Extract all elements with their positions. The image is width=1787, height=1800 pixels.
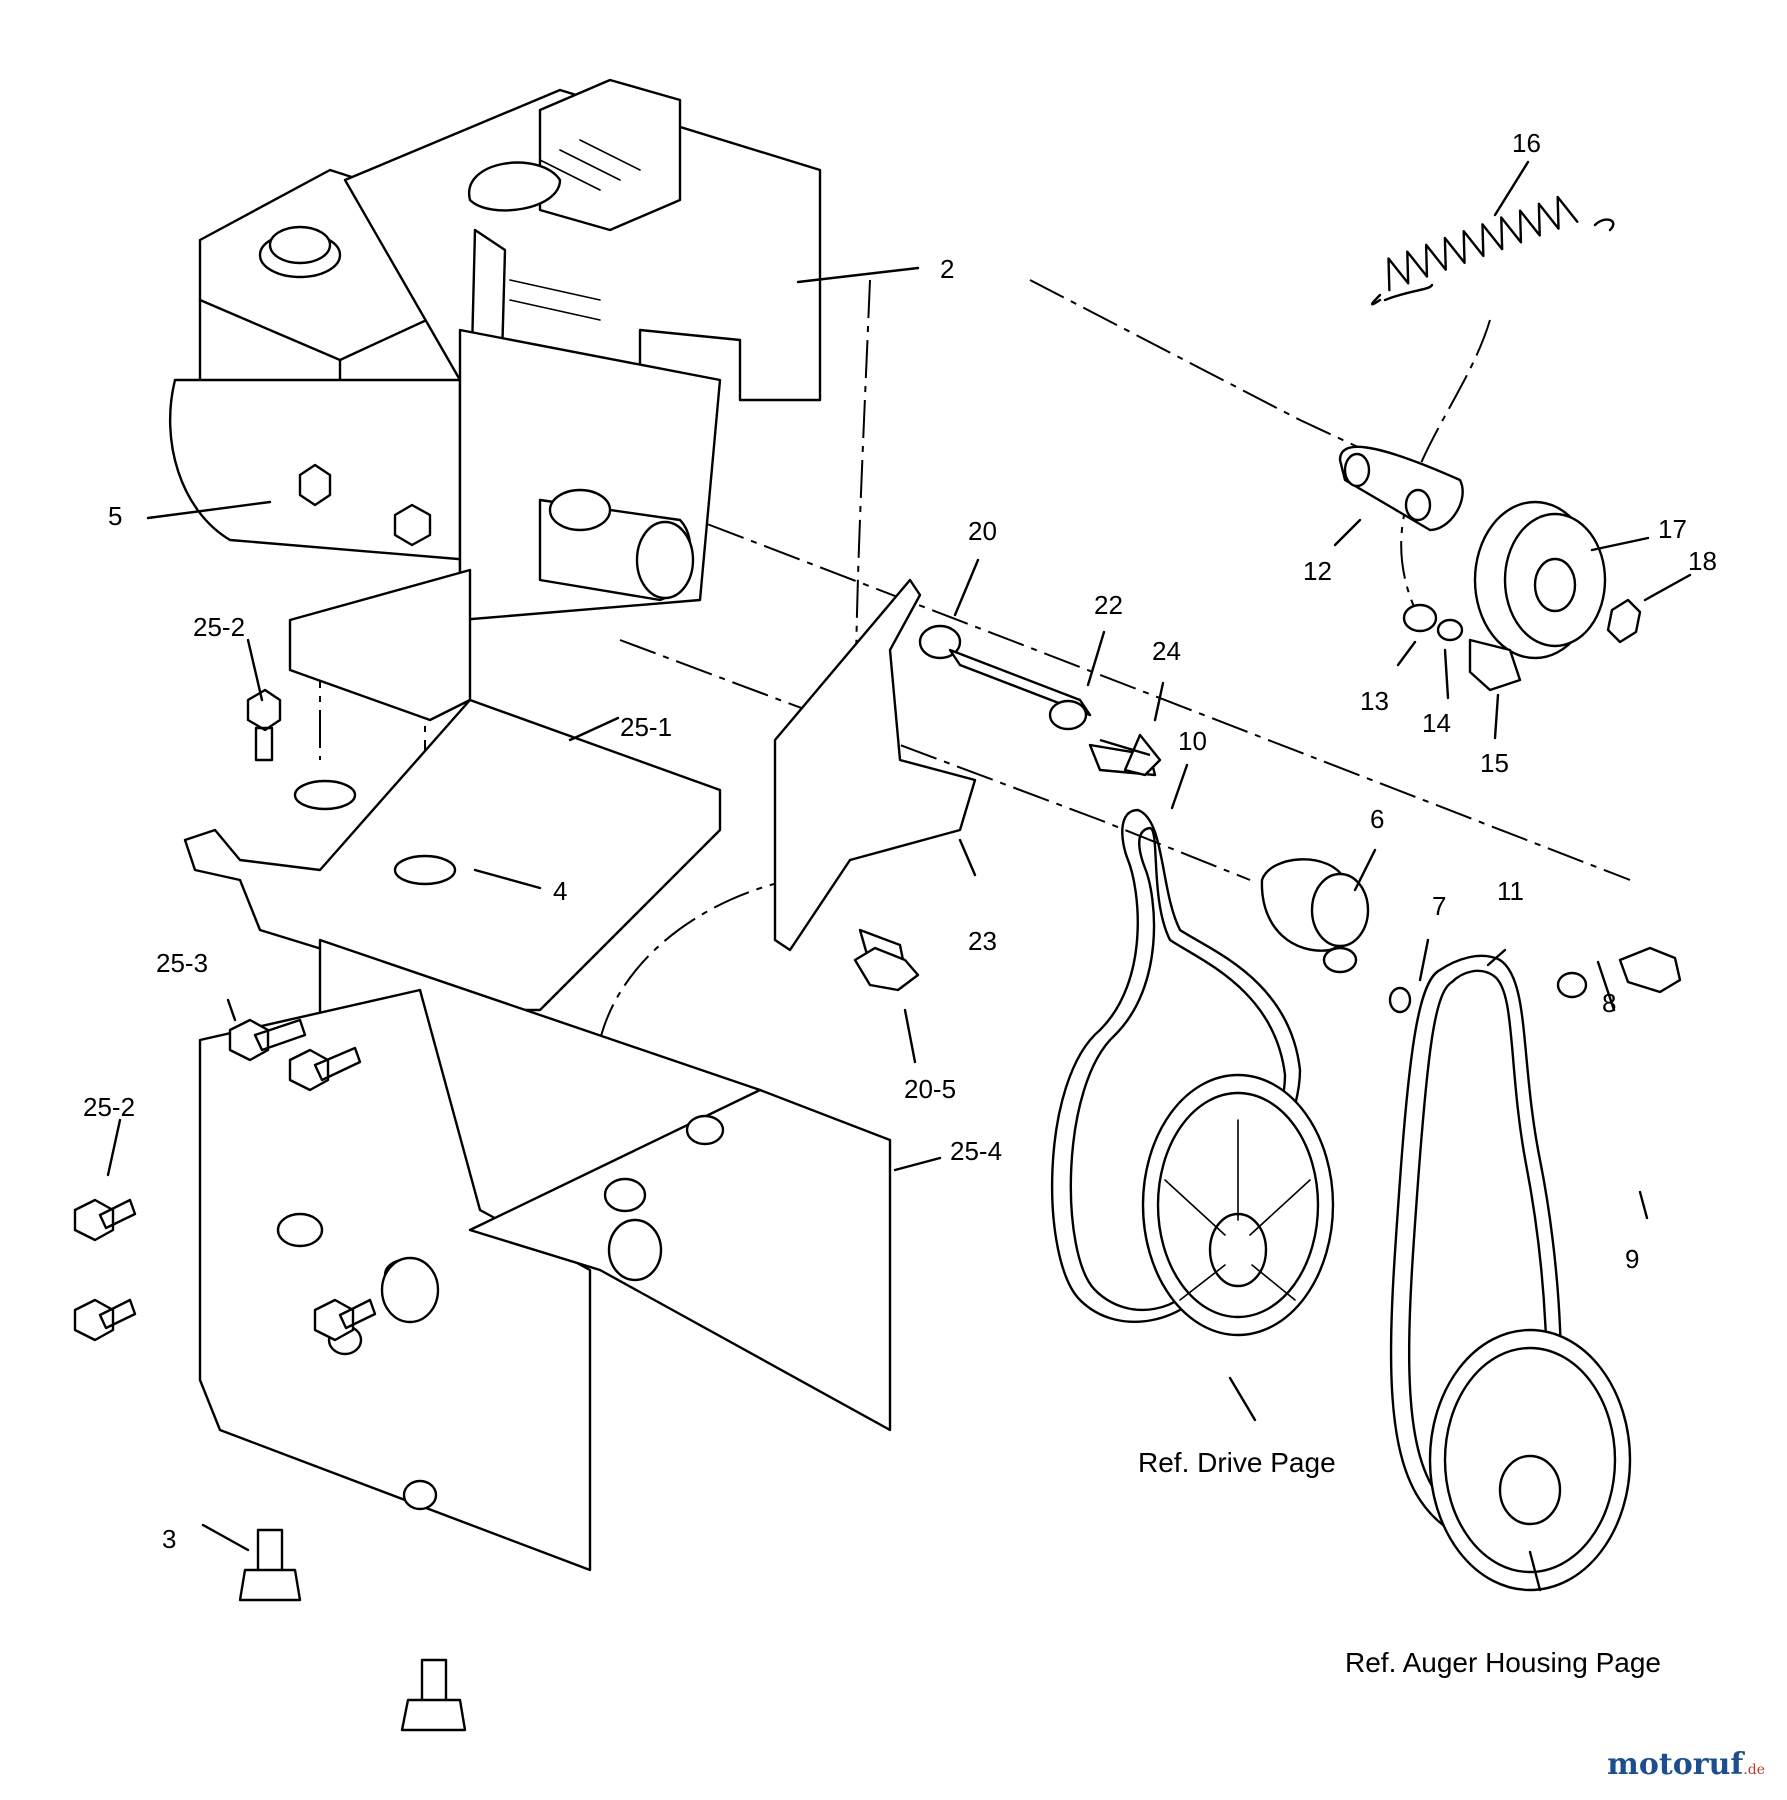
callout-10: 10	[1178, 726, 1207, 756]
bolts	[73, 688, 1682, 1732]
watermark-ext: .de	[1743, 1762, 1765, 1778]
callout-18: 18	[1688, 546, 1717, 576]
idler-assembly	[1338, 445, 1642, 692]
callout-2: 2	[940, 254, 954, 284]
callout-20: 20	[968, 516, 997, 546]
callout-25-2-bottom: 25-2	[83, 1092, 135, 1122]
callout-13: 13	[1360, 686, 1389, 716]
callout-24: 24	[1152, 636, 1181, 666]
belts-pulleys	[1050, 808, 1632, 1592]
callout-14: 14	[1422, 708, 1451, 738]
engine-assembly	[168, 78, 822, 722]
callout-17: 17	[1658, 514, 1687, 544]
callout-8: 8	[1602, 988, 1616, 1018]
frame-plates	[183, 698, 892, 1572]
callout-25-3: 25-3	[156, 948, 208, 978]
callout-22: 22	[1094, 590, 1123, 620]
watermark-brand: motoruf	[1607, 1747, 1744, 1782]
callout-3: 3	[162, 1524, 176, 1554]
callout-9: 9	[1625, 1244, 1639, 1274]
callout-6: 6	[1370, 804, 1384, 834]
callout-16: 16	[1512, 128, 1541, 158]
callout-23: 23	[968, 926, 997, 956]
callout-5: 5	[108, 501, 122, 531]
callout-labels: 2 3 4 5 6 7 8 9 10 11 12 13 14 15 16 17 …	[83, 128, 1717, 1678]
callout-15: 15	[1480, 748, 1509, 778]
leader-lines	[106, 160, 1692, 1592]
callout-4: 4	[553, 876, 567, 906]
spring-16	[1370, 195, 1615, 306]
callout-12: 12	[1303, 556, 1332, 586]
callout-25-2-top: 25-2	[193, 612, 245, 642]
ref-drive-page: Ref. Drive Page	[1138, 1447, 1336, 1478]
callout-20-5: 20-5	[904, 1074, 956, 1104]
ref-auger-housing-page: Ref. Auger Housing Page	[1345, 1647, 1661, 1678]
watermark-logo: motoruf.de	[1607, 1747, 1765, 1782]
callout-11: 11	[1497, 876, 1524, 906]
callout-7: 7	[1432, 891, 1446, 921]
callout-25-1: 25-1	[620, 712, 672, 742]
idler-bracket	[773, 578, 1157, 972]
callout-25-4: 25-4	[950, 1136, 1002, 1166]
